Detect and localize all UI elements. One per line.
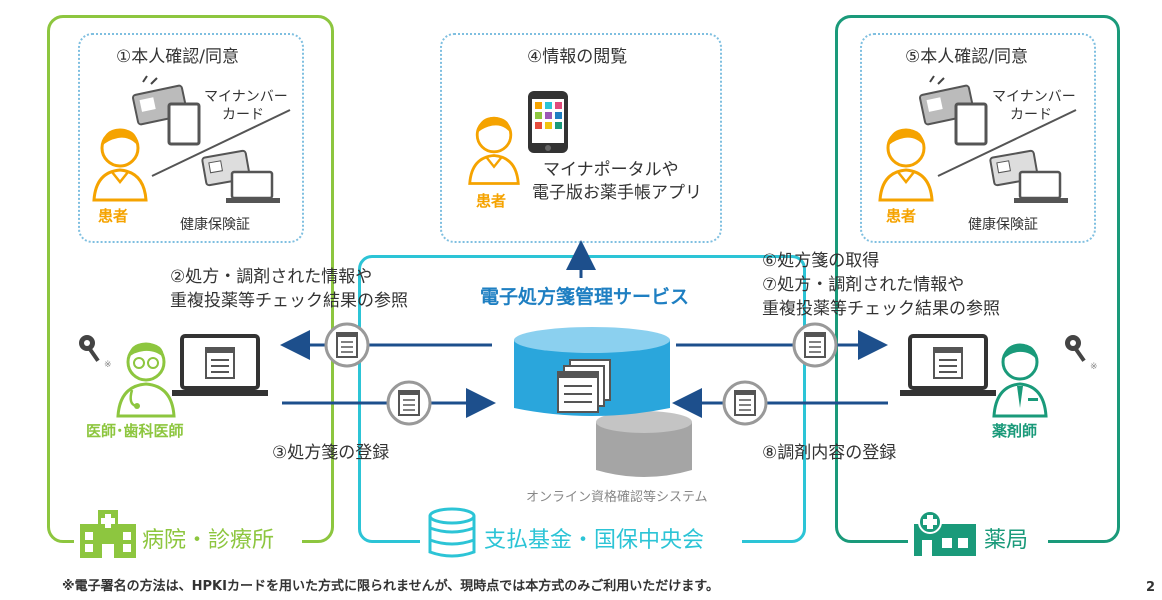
divider-line-icon bbox=[937, 109, 1077, 177]
key-icon bbox=[79, 335, 100, 362]
patient-icon bbox=[878, 128, 934, 202]
patient-icon bbox=[468, 116, 520, 185]
divider-line-icon bbox=[151, 109, 291, 177]
portal-line1: マイナポータルや bbox=[543, 160, 679, 180]
left-note-mark: ※ bbox=[104, 360, 112, 370]
step6-label: ⑥処方箋の取得 bbox=[762, 251, 880, 271]
pharmacy-label: 薬局 bbox=[984, 528, 1029, 553]
center-patient-label: 患者 bbox=[476, 192, 507, 210]
hospital-building-icon bbox=[80, 510, 136, 558]
step7-line1: ⑦処方・調剤された情報や bbox=[762, 275, 965, 295]
online-system-database-icon bbox=[596, 411, 692, 477]
fund-database-icon bbox=[428, 507, 476, 558]
laptop-icon bbox=[900, 334, 996, 396]
right-mynumber-line2: カード bbox=[1010, 107, 1052, 123]
pharmacist-label: 薬剤師 bbox=[992, 422, 1038, 440]
footnote: ※電子署名の方法は、HPKIカードを用いた方式に限られませんが、現時点では本方式… bbox=[62, 579, 720, 594]
step4-label: ④情報の閲覧 bbox=[527, 47, 628, 67]
step3-label: ③処方箋の登録 bbox=[272, 443, 390, 463]
left-consent-box bbox=[78, 33, 304, 243]
insurance-card-icon bbox=[201, 149, 280, 203]
hospital-label: 病院・診療所 bbox=[142, 528, 275, 553]
right-mynumber-line1: マイナンバー bbox=[992, 89, 1076, 105]
right-note-mark: ※ bbox=[1090, 362, 1098, 372]
mynumber-card-icon bbox=[918, 75, 988, 146]
left-mynumber-line1: マイナンバー bbox=[204, 89, 288, 105]
doctor-icon bbox=[116, 342, 176, 418]
service-title: 電子処方箋管理サービス bbox=[480, 286, 690, 308]
right-insurance-label: 健康保険証 bbox=[968, 217, 1038, 233]
online-system-label: オンライン資格確認等システム bbox=[526, 490, 708, 505]
document-circle-icon bbox=[386, 380, 432, 426]
key-icon bbox=[1065, 335, 1086, 362]
step2-line2: 重複投薬等チェック結果の参照 bbox=[170, 291, 408, 311]
patient-icon bbox=[92, 128, 148, 202]
pharmacy-building-icon bbox=[914, 510, 976, 556]
left-patient-label: 患者 bbox=[98, 207, 129, 225]
step2-line1: ②処方・調剤された情報や bbox=[170, 267, 373, 287]
insurance-card-icon bbox=[989, 149, 1068, 203]
step8-label: ⑧調剤内容の登録 bbox=[762, 443, 897, 463]
mynumber-card-icon bbox=[131, 75, 201, 146]
document-circle-icon bbox=[722, 380, 768, 426]
document-circle-icon bbox=[792, 322, 838, 368]
page-number: 2 bbox=[1146, 580, 1156, 595]
smartphone-icon bbox=[528, 91, 568, 153]
fund-label: 支払基金・国保中央会 bbox=[484, 528, 705, 553]
portal-line2: 電子版お薬手帳アプリ bbox=[532, 183, 702, 203]
right-consent-box bbox=[860, 33, 1096, 243]
service-database-icon bbox=[514, 327, 670, 416]
right-patient-label: 患者 bbox=[886, 207, 917, 225]
step7-line2: 重複投薬等チェック結果の参照 bbox=[762, 299, 1000, 319]
step5-label: ⑤本人確認/同意 bbox=[905, 47, 1028, 67]
document-circle-icon bbox=[324, 322, 370, 368]
laptop-icon bbox=[172, 334, 268, 396]
step1-label: ①本人確認/同意 bbox=[116, 47, 239, 67]
left-insurance-label: 健康保険証 bbox=[180, 217, 250, 233]
doctor-label: 医師･歯科医師 bbox=[86, 422, 184, 440]
pharmacist-icon bbox=[992, 343, 1048, 418]
left-mynumber-line2: カード bbox=[222, 107, 264, 123]
